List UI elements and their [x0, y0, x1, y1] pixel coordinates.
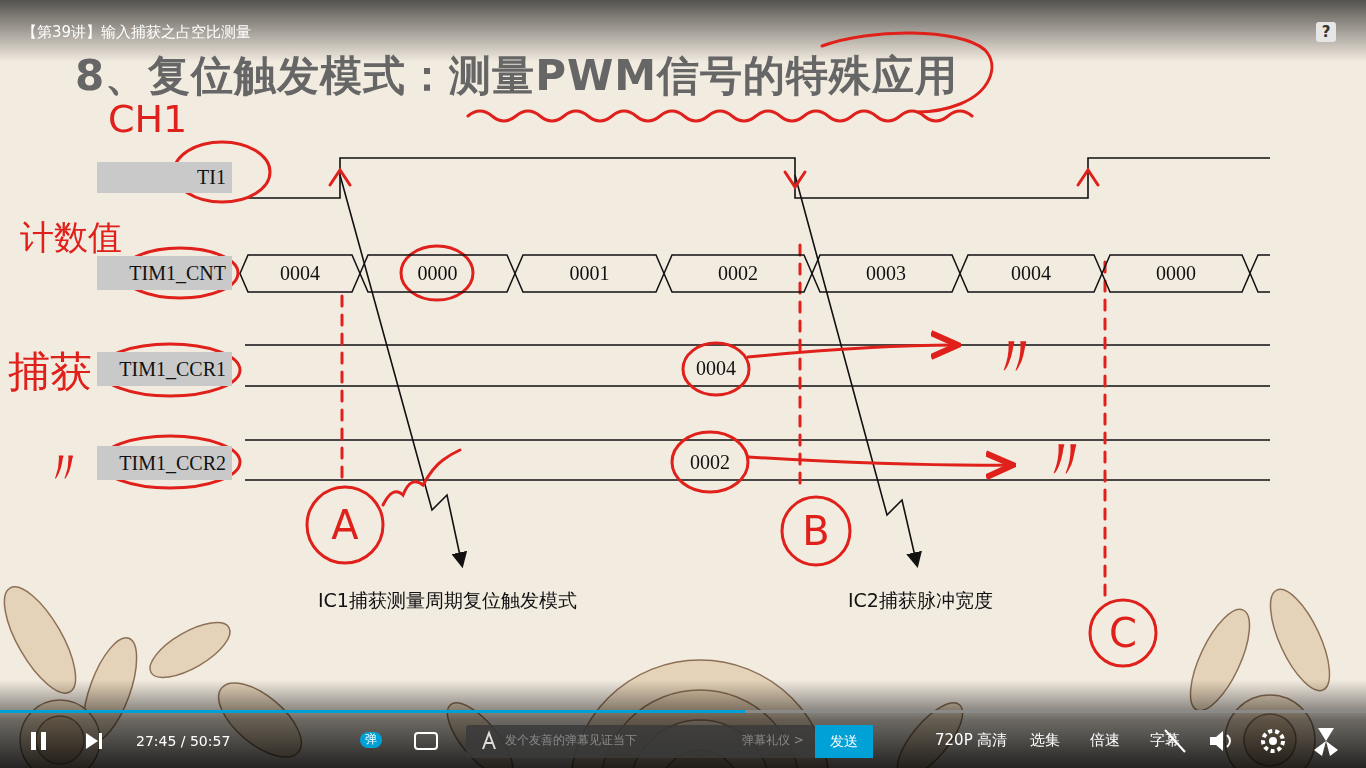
ditto-mark: 〃 — [1035, 425, 1095, 494]
callout-letter: B — [802, 508, 829, 554]
signal-text: TIM1_CCR2 — [119, 452, 226, 475]
signal-text: 0004 — [1011, 262, 1051, 285]
signal-text: TI1 — [197, 166, 226, 189]
ditto-mark: 〃 — [40, 440, 88, 495]
handwritten-note: CH1 — [108, 98, 187, 142]
register-value: 0002 — [690, 451, 730, 474]
callout-circle-ring — [782, 497, 850, 565]
bus-cell-hexagon — [240, 255, 360, 292]
bus-cell-hexagon — [1102, 255, 1250, 292]
subtitle-button: 字幕 — [1150, 732, 1180, 749]
counter-value-cell: 0000 — [1102, 255, 1250, 292]
playback-time: 27:45 / 50:57 — [136, 733, 230, 749]
send-button: 发送 — [815, 725, 873, 758]
bus-cell-hexagon — [515, 255, 664, 292]
episodes-button: 选集 — [1030, 732, 1060, 749]
callout-circle: C — [1088, 598, 1158, 668]
danmaku-toggle: 弹 — [360, 732, 382, 748]
callout-circle: A — [305, 485, 385, 565]
slide-heading: 8、复位触发模式：测量PWM信号的特殊应用 — [75, 52, 958, 100]
signal-name-box: TIM1_CCR2 — [97, 446, 232, 480]
callout-circle: B — [780, 495, 852, 567]
counter-value-cell: 0004 — [240, 255, 360, 292]
ditto-mark: 〃 — [985, 322, 1045, 391]
signal-name-box: TIM1_CNT — [97, 256, 232, 290]
counter-value-cell: 0003 — [812, 255, 960, 292]
callout-circle-ring — [1090, 600, 1156, 666]
signal-name-box: TI1 — [97, 162, 232, 193]
counter-value-cell: 0001 — [515, 255, 664, 292]
signal-name-box: TIM1_CCR1 — [97, 352, 232, 386]
handwritten-note: 计数值 — [20, 218, 122, 257]
counter-value-cell: 0002 — [664, 255, 812, 292]
callout-letter: A — [331, 502, 358, 548]
signal-text: 0000 — [418, 262, 458, 285]
diagram-caption: IC2捕获脉冲宽度 — [848, 590, 993, 612]
danmaku-etiquette: 弹幕礼仪 > — [742, 734, 804, 748]
bus-cell-hexagon — [360, 255, 515, 292]
bus-cell-hexagon — [960, 255, 1102, 292]
signal-text: 0002 — [718, 262, 758, 285]
signal-text: 0000 — [1156, 262, 1196, 285]
quality-button: 720P 高清 — [935, 732, 1007, 749]
signal-text: TIM1_CNT — [129, 262, 226, 285]
counter-value-cell: 0000 — [360, 255, 515, 292]
signal-text: 0004 — [280, 262, 320, 285]
callout-letter: C — [1109, 610, 1137, 656]
signal-text: 0003 — [866, 262, 906, 285]
help-icon: ? — [1316, 22, 1336, 42]
signal-text: TIM1_CCR1 — [119, 358, 226, 381]
speed-button: 倍速 — [1090, 732, 1120, 749]
video-title: 【第39讲】输入捕获之占空比测量 — [22, 24, 251, 41]
bus-cell-hexagon — [664, 255, 812, 292]
signal-text: 0001 — [570, 262, 610, 285]
register-value: 0004 — [696, 357, 736, 380]
bus-cell-hexagon — [812, 255, 960, 292]
callout-circle-ring — [307, 487, 383, 563]
handwritten-note: 捕获 — [8, 348, 92, 396]
counter-value-cell: 0004 — [960, 255, 1102, 292]
diagram-caption: IC1捕获测量周期复位触发模式 — [318, 590, 577, 612]
player-icons — [31, 725, 1338, 758]
danmaku-placeholder: 发个友善的弹幕见证当下 — [505, 734, 637, 748]
